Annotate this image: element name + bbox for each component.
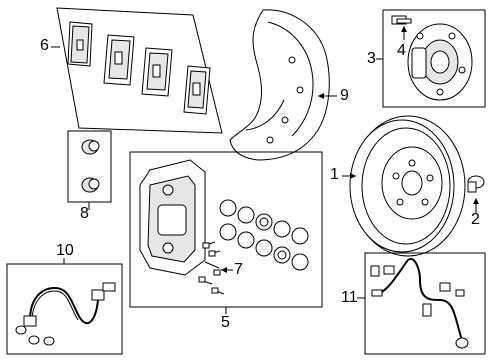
brake-rotor-icon xyxy=(342,115,466,257)
callout-9: 9 xyxy=(340,87,349,104)
caliper-hardware-icon xyxy=(198,241,233,295)
caliper-assembly-icon xyxy=(129,151,323,314)
splash-shield-icon xyxy=(229,9,337,161)
callout-4: 4 xyxy=(397,42,406,59)
callout-6: 6 xyxy=(40,37,49,54)
callout-1: 1 xyxy=(330,166,339,183)
abs-sensor-icon xyxy=(357,252,486,355)
hub-bearing-icon xyxy=(376,9,486,108)
callout-10: 10 xyxy=(56,242,74,259)
callout-8: 8 xyxy=(80,205,89,222)
rotor-screw-icon xyxy=(467,175,485,214)
callout-5: 5 xyxy=(221,314,230,331)
brake-pads-icon xyxy=(51,7,223,134)
brake-hose-icon xyxy=(6,258,123,355)
callout-3: 3 xyxy=(367,50,376,67)
callout-2: 2 xyxy=(471,211,480,228)
callout-7: 7 xyxy=(234,261,243,278)
wheel-stud-icon xyxy=(391,15,412,40)
callout-11: 11 xyxy=(341,289,358,306)
caliper-boots-icon xyxy=(67,130,112,210)
